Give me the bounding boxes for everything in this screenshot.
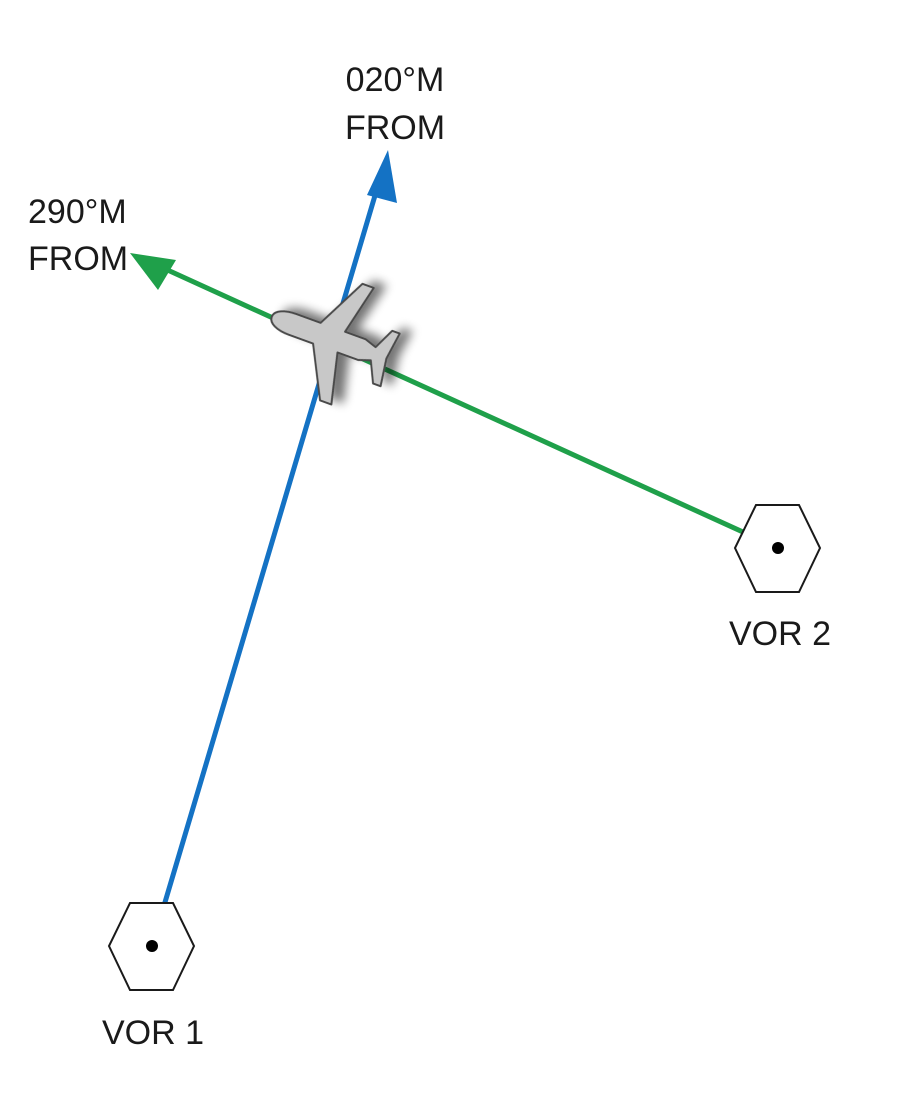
radial-290-line: [130, 253, 781, 551]
airplane-icon: [270, 282, 401, 406]
station-dot: [772, 542, 784, 554]
vor2-station: [733, 504, 822, 593]
vor2-label: VOR 2: [729, 615, 831, 653]
radial-020-bearing: 020°M: [346, 61, 445, 99]
radial-020-line: [149, 150, 397, 949]
radial-290-bearing: 290°M: [28, 193, 127, 231]
radial-290-direction: FROM: [28, 240, 128, 278]
vor1-label: VOR 1: [102, 1014, 204, 1052]
vor1-station: [107, 902, 196, 991]
radial-020-direction: FROM: [345, 109, 445, 147]
station-dot: [146, 940, 158, 952]
